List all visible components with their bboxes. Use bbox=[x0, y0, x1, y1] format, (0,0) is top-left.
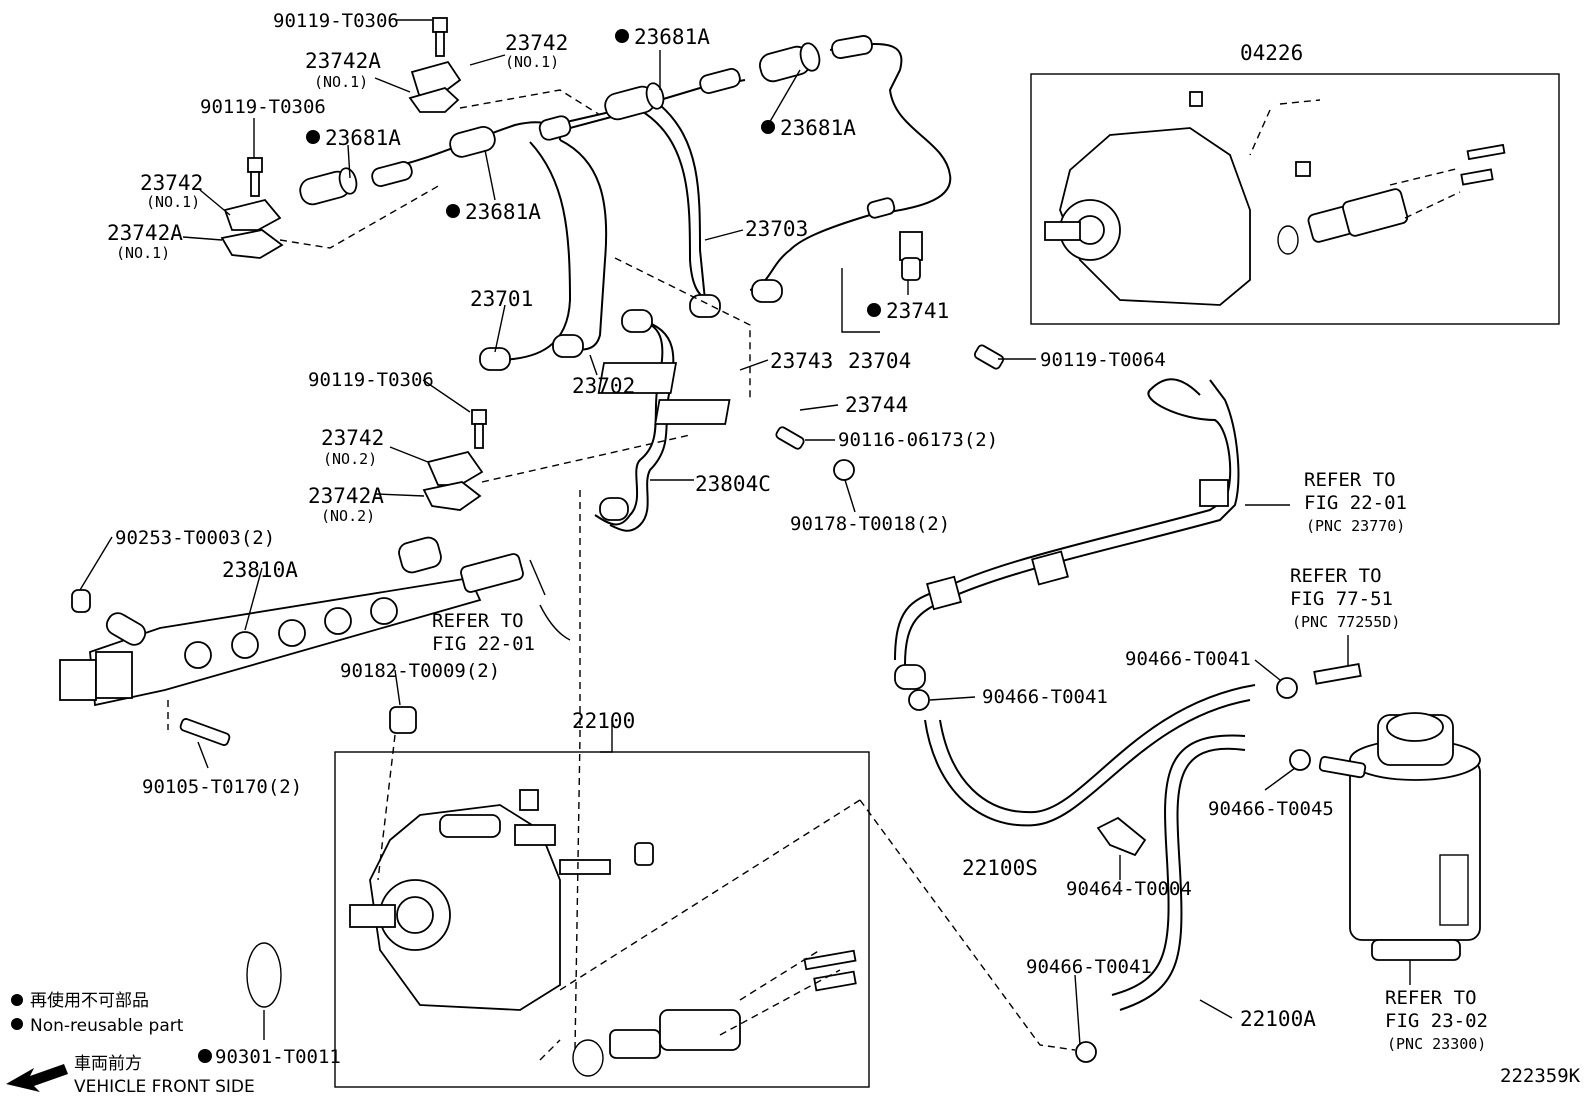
label-refer-fig-22-01-b-1: REFER TO bbox=[1304, 469, 1396, 491]
label-22100A: 22100A bbox=[1240, 1007, 1316, 1031]
label-refer-fig-77-51-2: FIG 77-51 bbox=[1290, 588, 1393, 610]
bullet-icon bbox=[867, 303, 881, 317]
supply-pump-22100 bbox=[349, 789, 857, 1077]
label-23742-no1-left-sub: (NO.1) bbox=[146, 193, 200, 211]
label-90253-T0003: 90253-T0003(2) bbox=[115, 527, 275, 549]
label-23810A: 23810A bbox=[222, 558, 298, 582]
label-refer-fig-77-51-3: (PNC 77255D) bbox=[1292, 613, 1400, 631]
label-23742A-no2: 23742A bbox=[308, 484, 384, 508]
guide-lines bbox=[167, 89, 1461, 1061]
label-90119-T0306-c: 90119-T0306 bbox=[308, 369, 434, 391]
label-23681A-1: 23681A bbox=[634, 25, 710, 49]
label-22100S: 22100S bbox=[962, 856, 1038, 880]
legend-front-jp: 車両前方 bbox=[74, 1054, 142, 1074]
label-23744: 23744 bbox=[845, 393, 908, 417]
legend-front-en: VEHICLE FRONT SIDE bbox=[74, 1077, 255, 1097]
label-refer-fig-23-02-2: FIG 23-02 bbox=[1385, 1010, 1488, 1032]
supply-pump-04226 bbox=[1044, 91, 1506, 306]
label-23741: 23741 bbox=[886, 299, 949, 323]
label-23701: 23701 bbox=[470, 287, 533, 311]
box-04226 bbox=[1030, 73, 1560, 325]
label-23742A-no1-left-sub: (NO.1) bbox=[116, 244, 170, 262]
label-23742-no1-top-sub: (NO.1) bbox=[505, 53, 559, 71]
label-23742-no2: 23742 bbox=[321, 426, 384, 450]
label-23742-no1-top: 23742 bbox=[505, 31, 568, 55]
o-ring-90301 bbox=[246, 942, 282, 1008]
label-23681A-3: 23681A bbox=[465, 200, 541, 224]
label-23743: 23743 bbox=[770, 349, 833, 373]
bullet-icon bbox=[11, 994, 23, 1006]
label-23742-no1-left: 23742 bbox=[140, 171, 203, 195]
label-23681A-4: 23681A bbox=[780, 116, 856, 140]
label-90105-T0170: 90105-T0170(2) bbox=[142, 776, 302, 798]
label-refer-fig-22-01-b-2: FIG 22-01 bbox=[1304, 492, 1407, 514]
hoses bbox=[924, 663, 1362, 1011]
label-refer-fig-22-01-b-3: (PNC 23770) bbox=[1306, 517, 1405, 535]
arrow-left-icon bbox=[6, 1064, 68, 1092]
label-23742A-no1-top-sub: (NO.1) bbox=[314, 73, 368, 91]
label-refer-fig-22-01-a-1: REFER TO bbox=[432, 610, 524, 632]
label-23742A-no1-top: 23742A bbox=[305, 49, 381, 73]
label-90466-T0041-c: 90466-T0041 bbox=[1026, 956, 1152, 978]
bolts bbox=[71, 17, 1005, 746]
label-refer-fig-23-02-1: REFER TO bbox=[1385, 987, 1477, 1009]
bullet-icon bbox=[11, 1018, 23, 1030]
hose-clamps bbox=[908, 677, 1311, 1063]
label-23804C: 23804C bbox=[695, 472, 771, 496]
label-refer-fig-23-02-3: (PNC 23300) bbox=[1387, 1035, 1486, 1053]
legend-non-reusable-jp: 再使用不可部品 bbox=[30, 990, 149, 1011]
bullet-icon bbox=[446, 204, 460, 218]
label-23702: 23702 bbox=[572, 374, 635, 398]
label-90301-T0011: 90301-T0011 bbox=[215, 1046, 341, 1068]
bullet-icon bbox=[306, 130, 320, 144]
label-04226: 04226 bbox=[1240, 41, 1303, 65]
label-90119-T0306-b: 90119-T0306 bbox=[200, 96, 326, 118]
label-22100: 22100 bbox=[572, 709, 635, 733]
label-23704: 23704 bbox=[848, 349, 911, 373]
label-90464-T0004: 90464-T0004 bbox=[1066, 878, 1192, 900]
label-23742-no2-sub: (NO.2) bbox=[323, 450, 377, 468]
common-rail bbox=[59, 536, 571, 707]
leader-lines bbox=[79, 19, 1411, 1046]
bullet-icon bbox=[761, 120, 775, 134]
label-90119-T0306-a: 90119-T0306 bbox=[273, 10, 399, 32]
pipe-sleeves bbox=[299, 35, 896, 521]
label-90178-T0018: 90178-T0018(2) bbox=[790, 513, 950, 535]
label-refer-fig-77-51-1: REFER TO bbox=[1290, 565, 1382, 587]
bullet-icon bbox=[615, 29, 629, 43]
label-90466-T0041-b: 90466-T0041 bbox=[982, 686, 1108, 708]
label-23703: 23703 bbox=[745, 217, 808, 241]
label-23681A-2: 23681A bbox=[325, 126, 401, 150]
label-90182-T0009: 90182-T0009(2) bbox=[340, 660, 500, 682]
legend-non-reusable-en: Non-reusable part bbox=[30, 1016, 184, 1036]
label-90119-T0064: 90119-T0064 bbox=[1040, 349, 1166, 371]
clamps bbox=[220, 60, 923, 511]
label-23742A-no2-sub: (NO.2) bbox=[321, 507, 375, 525]
bullet-icon bbox=[198, 1049, 212, 1063]
label-90116-06173: 90116-06173(2) bbox=[838, 429, 998, 451]
fuel-filter bbox=[1318, 712, 1481, 961]
return-pipe bbox=[894, 378, 1240, 690]
label-90466-T0041-a: 90466-T0041 bbox=[1125, 648, 1251, 670]
legend: 再使用不可部品 Non-reusable part 車両前方 VEHICLE F… bbox=[6, 990, 255, 1097]
label-23742A-no1-left: 23742A bbox=[107, 221, 183, 245]
label-90466-T0045: 90466-T0045 bbox=[1208, 798, 1334, 820]
figure-id: 222359K bbox=[1500, 1065, 1581, 1087]
label-refer-fig-22-01-a-2: FIG 22-01 bbox=[432, 633, 535, 655]
